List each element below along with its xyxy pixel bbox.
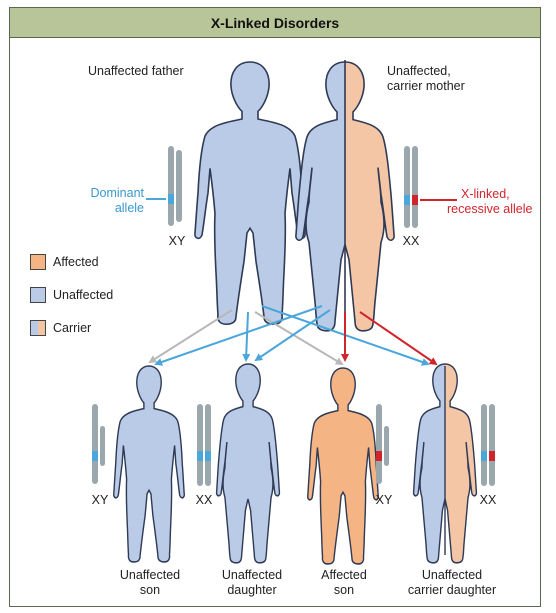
unaffected-swatch [30,287,46,303]
recessive-allele-label-2: recessive allele [447,202,532,217]
carrier-swatch [30,320,46,336]
father-label: Unaffected father [88,64,184,79]
unaffected-daughter-figure [217,364,280,563]
child-chromosome-label: XX [473,493,503,508]
legend-label: Affected [53,255,99,269]
inheritance-arrows [150,306,436,364]
child-caption-line-2: son [100,583,200,598]
legend-item-unaffected: Unaffected [30,285,113,304]
legend-label: Unaffected [53,288,113,302]
affected-son-figure [308,368,379,564]
child-caption-line-1: Unaffected [392,568,512,583]
recessive-allele-label-1: X-linked, [461,187,510,202]
mother-label-line-2: carrier mother [387,79,465,94]
mother-figure [296,55,405,345]
child-caption-line-2: son [294,583,394,598]
unaffected-son-figure [114,366,185,562]
legend-label: Carrier [53,321,91,335]
father-chromosome-label: XY [162,234,192,249]
child-chromosome-label: XY [369,493,399,508]
dominant-allele-label-1: Dominant [68,186,144,201]
child-caption-line-2: carrier daughter [392,583,512,598]
affected-swatch [30,254,46,270]
mother-chromosomes [404,146,418,228]
child-caption-line-1: Affected [294,568,394,583]
father-figure [195,62,305,324]
affected-son-chromosomes [376,404,389,484]
legend: Affected Unaffected Carrier [30,252,113,351]
dominant-allele-label-2: allele [68,201,144,216]
child-caption-line-1: Unaffected [100,568,200,583]
child-chromosome-label: XX [189,493,219,508]
child-chromosome-label: XY [85,493,115,508]
legend-item-affected: Affected [30,252,113,271]
unaffected-son-chromosomes [92,404,105,484]
mother-chromosome-label: XX [396,234,426,249]
legend-item-carrier: Carrier [30,318,113,337]
child-caption-line-1: Unaffected [202,568,302,583]
mother-label-line-1: Unaffected, [387,64,451,79]
carrier-daughter-figure [414,360,485,570]
carrier-daughter-chromosomes [481,404,495,486]
father-chromosomes [168,146,182,226]
unaffected-daughter-chromosomes [197,404,211,486]
child-caption-line-2: daughter [202,583,302,598]
